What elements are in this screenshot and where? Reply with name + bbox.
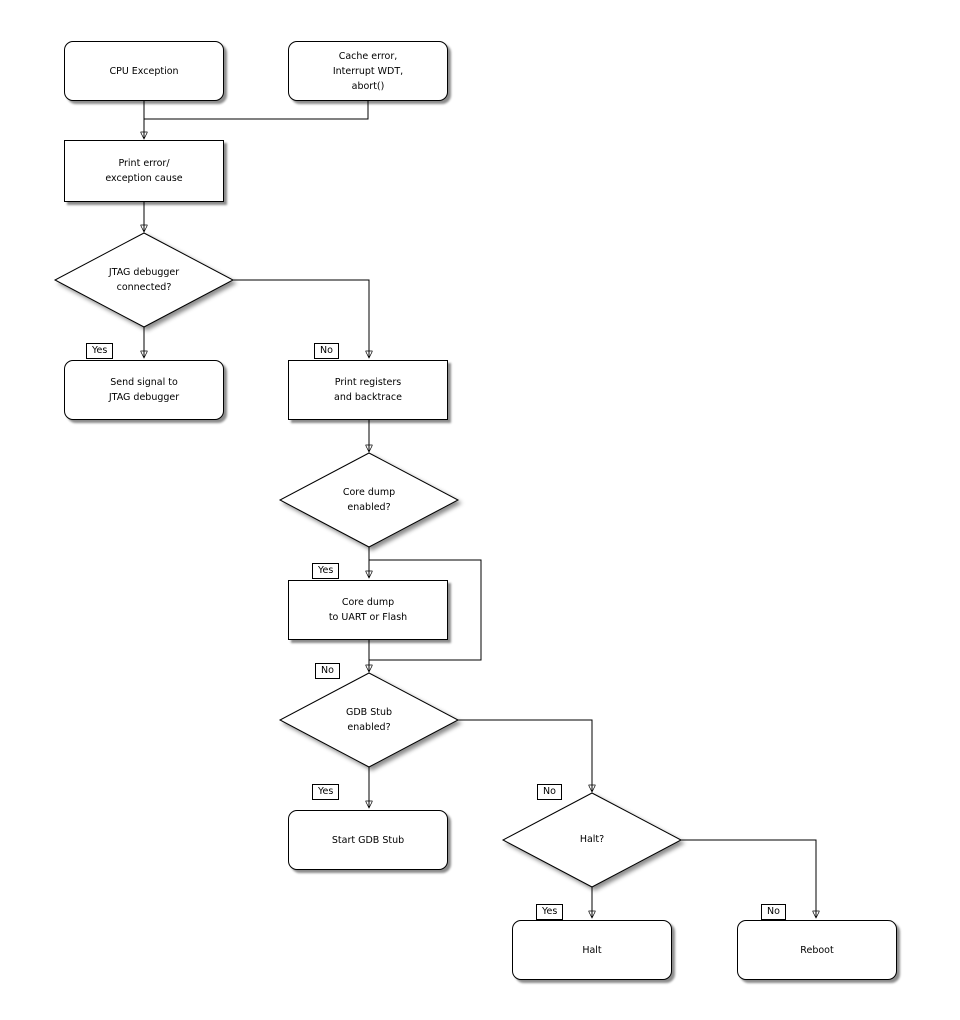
node-print-error-label-line2: exception cause: [105, 173, 183, 184]
node-print-registers: Print registers and backtrace: [288, 360, 448, 420]
edge-label-jtag-no: No: [314, 343, 339, 359]
node-halt-question-shape: [501, 792, 683, 888]
edge-label-core-dump-no: No: [315, 663, 340, 679]
edge-label-jtag-yes: Yes: [86, 343, 114, 359]
edge-label-gdb-yes: Yes: [312, 784, 340, 800]
edge-gdb-no-to-halt-q: [458, 719, 592, 792]
edge-jtag-no-to-print-registers: [233, 279, 369, 358]
node-print-error-label-line1: Print error/: [118, 158, 170, 169]
node-print-error: Print error/ exception cause: [64, 140, 224, 202]
edge-label-core-dump-yes: Yes: [312, 563, 340, 579]
edge-core-dump-no-bypass: [369, 559, 482, 661]
edge-cache-to-junction: [144, 101, 369, 120]
node-cache-error-label-line3: abort(): [351, 80, 385, 92]
node-core-dump: Core dump to UART or Flash: [288, 580, 448, 640]
node-reboot-label: Reboot: [800, 944, 834, 956]
edge-label-halt-no: No: [761, 904, 786, 920]
node-core-dump-question-shape: [278, 452, 460, 548]
node-send-signal: Send signal to JTAG debugger: [64, 360, 224, 420]
node-cache-error-label-line1: Cache error,: [338, 50, 398, 62]
node-jtag-question-shape: [53, 232, 235, 328]
edge-label-gdb-no: No: [537, 784, 562, 800]
node-core-dump-label-line2: to UART or Flash: [328, 612, 408, 623]
edge-halt-no-to-reboot: [681, 839, 816, 918]
node-print-registers-label-line1: Print registers: [334, 377, 402, 388]
node-start-gdb-stub-label: Start GDB Stub: [331, 834, 405, 846]
node-send-signal-label-line2: JTAG debugger: [108, 392, 180, 403]
edge-label-halt-yes: Yes: [536, 904, 564, 920]
node-halt-label: Halt: [582, 944, 602, 956]
node-halt: Halt: [512, 920, 672, 980]
node-send-signal-label-line1: Send signal to: [110, 377, 178, 388]
node-core-dump-label-line1: Core dump: [341, 597, 395, 608]
node-start-gdb-stub: Start GDB Stub: [288, 810, 448, 870]
node-gdb-stub-question-shape: [278, 672, 460, 768]
node-cache-error: Cache error, Interrupt WDT, abort(): [288, 41, 448, 101]
node-cpu-exception: CPU Exception: [64, 41, 224, 101]
node-reboot: Reboot: [737, 920, 897, 980]
node-cache-error-label-line2: Interrupt WDT,: [332, 65, 404, 77]
node-cpu-exception-label: CPU Exception: [109, 65, 179, 77]
node-print-registers-label-line2: and backtrace: [334, 392, 402, 403]
